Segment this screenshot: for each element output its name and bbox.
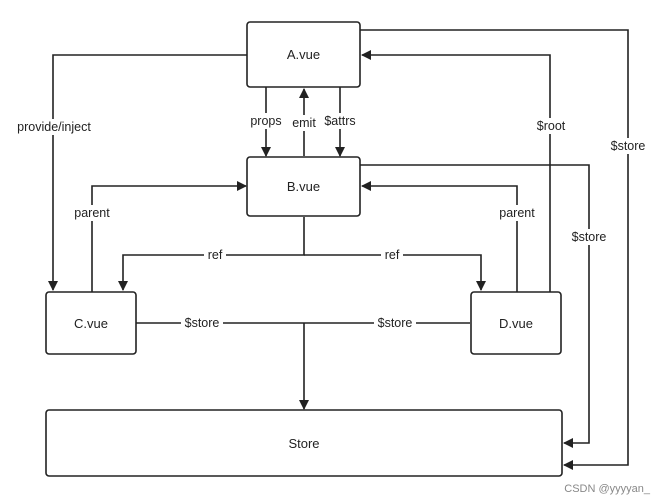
label-ref-c: ref <box>208 248 223 262</box>
node-a-label: A.vue <box>287 47 320 62</box>
watermark: CSDN @yyyyan_ <box>564 483 651 495</box>
label-provide-inject: provide/inject <box>17 120 91 134</box>
edge-ref-d <box>304 254 486 291</box>
node-d-label: D.vue <box>499 316 533 331</box>
node-c-label: C.vue <box>74 316 108 331</box>
label-ref-d: ref <box>385 248 400 262</box>
label-root: $root <box>537 119 566 133</box>
edge-store-a <box>360 29 629 470</box>
edge-root <box>361 50 551 292</box>
label-parent-c: parent <box>74 206 110 220</box>
node-d[interactable]: D.vue <box>470 291 562 355</box>
label-emit: emit <box>292 116 316 130</box>
edge-parent-d <box>361 181 518 292</box>
node-store[interactable]: Store <box>45 409 563 477</box>
node-b-label: B.vue <box>287 179 320 194</box>
label-store-d: $store <box>378 316 413 330</box>
edge-provide-inject <box>48 54 247 291</box>
label-store-c: $store <box>185 316 220 330</box>
label-store-b: $store <box>572 230 607 244</box>
label-store-a: $store <box>611 139 646 153</box>
node-b[interactable]: B.vue <box>246 156 361 217</box>
edge-parent-c <box>91 181 247 292</box>
node-store-label: Store <box>288 436 319 451</box>
label-parent-d: parent <box>499 206 535 220</box>
node-a[interactable]: A.vue <box>246 21 361 88</box>
node-c[interactable]: C.vue <box>45 291 137 355</box>
label-props: props <box>250 114 281 128</box>
edge-store-b <box>360 164 590 448</box>
label-attrs: $attrs <box>324 114 355 128</box>
